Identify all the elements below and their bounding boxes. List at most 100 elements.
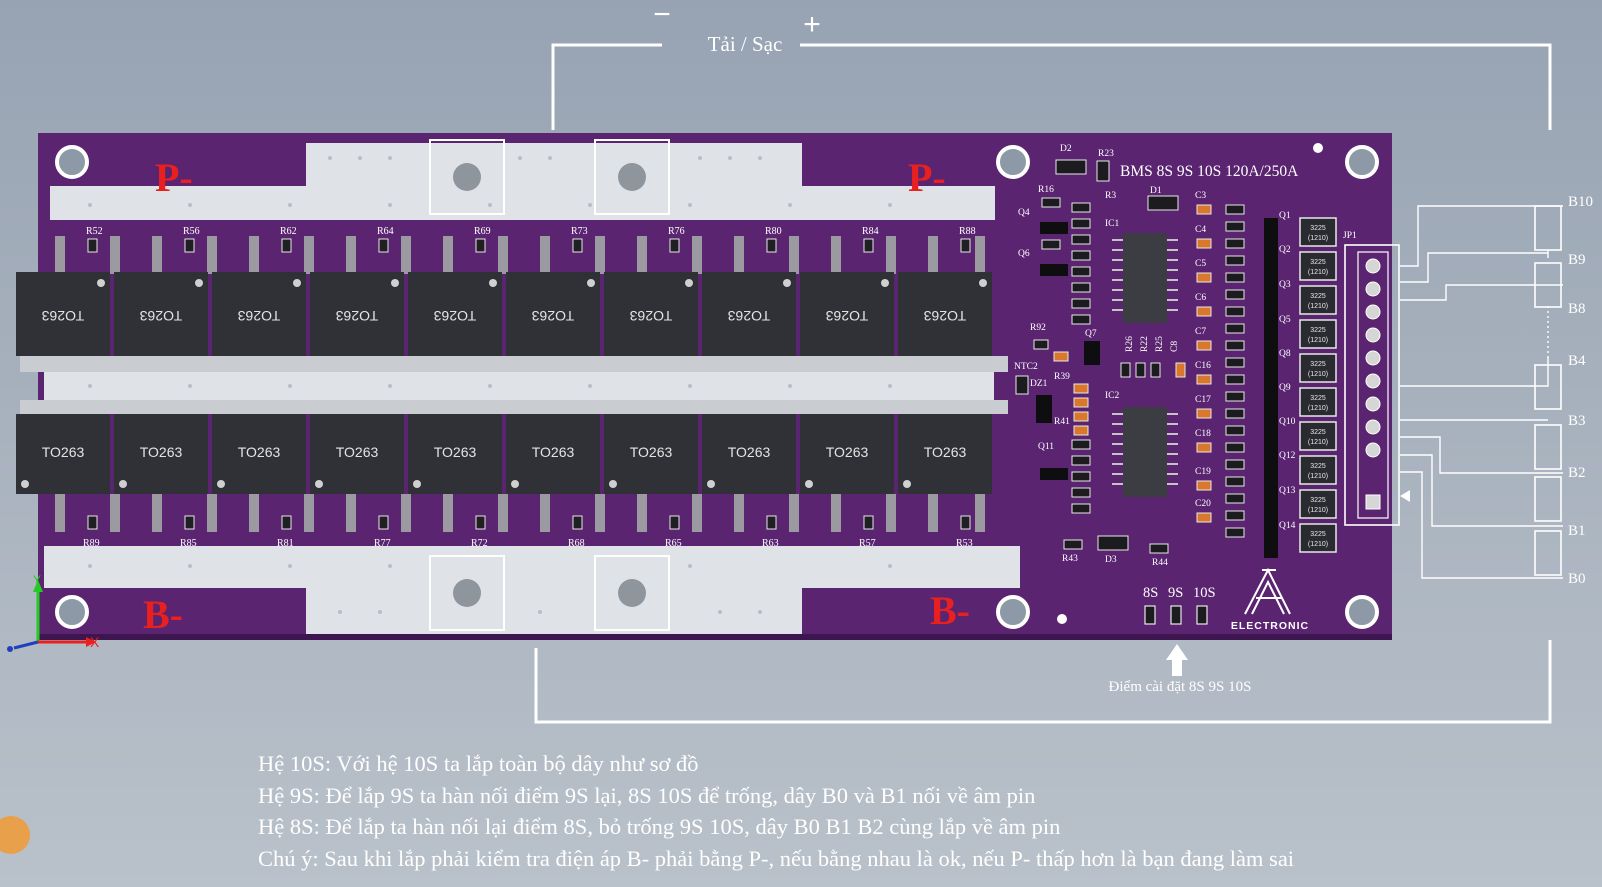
capacitor-labels: C3 C4 C5 C6 C7 C16 C17 C18 C19 C20 (1195, 191, 1211, 509)
svg-text:R76: R76 (668, 226, 685, 237)
black-transistors (1036, 222, 1100, 480)
battery-cells (1534, 205, 1562, 576)
balance-fet-strip (1264, 218, 1278, 558)
mosfet (114, 272, 208, 356)
ic1-chip (1123, 233, 1167, 323)
svg-text:R73: R73 (571, 226, 588, 237)
svg-text:R22: R22 (1140, 336, 1150, 352)
cell-label-b2: B2 (1568, 465, 1586, 481)
mosfet-top-labels: TO263 TO263 TO263 TO263 TO263 TO263 TO26… (42, 308, 967, 324)
svg-text:R43: R43 (1062, 554, 1078, 564)
svg-text:R68: R68 (568, 538, 585, 549)
fiducial (1313, 143, 1323, 153)
svg-text:C18: C18 (1195, 429, 1211, 439)
axis-x-label: X (90, 634, 100, 650)
b-minus-label-right: B- (930, 588, 970, 633)
load-charge-wiring (534, 43, 1552, 724)
mosfet-bottom-dots (21, 480, 911, 488)
svg-text:Q1: Q1 (1279, 211, 1291, 221)
logo-text: ELECTRONIC (1231, 620, 1309, 632)
svg-text:R63: R63 (762, 538, 779, 549)
svg-text:R44: R44 (1152, 558, 1168, 568)
svg-text:R26: R26 (1125, 336, 1135, 352)
mosfet (898, 414, 992, 494)
jp1-connector (1344, 244, 1400, 526)
svg-text:TO263: TO263 (728, 308, 771, 324)
cell-label-b9: B9 (1568, 252, 1586, 268)
svg-text:(1210): (1210) (1308, 371, 1328, 378)
svg-text:Q4: Q4 (1018, 208, 1030, 218)
mosfet (506, 414, 600, 494)
svg-text:D3: D3 (1105, 555, 1117, 565)
svg-text:C7: C7 (1195, 327, 1206, 337)
gate-resistors (87, 238, 971, 530)
svg-text:R25: R25 (1155, 336, 1165, 352)
svg-text:TO263: TO263 (336, 308, 379, 324)
mosfet-legs (55, 236, 985, 532)
mounting-holes (55, 145, 1379, 629)
terminal-labels: P- P- B- B- (143, 155, 970, 637)
cell-label-b4: B4 (1568, 353, 1586, 369)
svg-text:(1210): (1210) (1308, 303, 1328, 310)
svg-text:R65: R65 (665, 538, 682, 549)
select-9s-label: 9S (1168, 585, 1183, 601)
svg-text:TO263: TO263 (434, 308, 477, 324)
svg-text:TO263: TO263 (238, 308, 281, 324)
note-warning: Chú ý: Sau khi lắp phải kiểm tra điện áp… (258, 845, 1295, 871)
svg-text:IC1: IC1 (1105, 219, 1120, 229)
mosfet-row-top (16, 272, 992, 356)
select-arrow-icon (1166, 644, 1188, 676)
svg-text:Q14: Q14 (1279, 521, 1296, 531)
svg-text:Q12: Q12 (1279, 451, 1296, 461)
terminal-blocks (429, 139, 670, 631)
select-10s-label: 10S (1193, 585, 1216, 601)
mosfet (898, 272, 992, 356)
svg-text:R62: R62 (280, 226, 297, 237)
battery-cell (1534, 530, 1562, 576)
svg-text:(1210): (1210) (1308, 507, 1328, 514)
select-caption: Điểm cài đặt 8S 9S 10S (1109, 679, 1252, 695)
svg-text:TO263: TO263 (924, 308, 967, 324)
svg-text:C6: C6 (1195, 293, 1206, 303)
svg-text:R81: R81 (277, 538, 294, 549)
svg-text:TO263: TO263 (238, 444, 281, 460)
svg-text:R64: R64 (377, 226, 394, 237)
svg-text:Q7: Q7 (1085, 329, 1097, 339)
svg-text:C3: C3 (1195, 191, 1206, 201)
svg-text:3225: 3225 (1310, 293, 1326, 300)
svg-text:R41: R41 (1054, 417, 1070, 427)
mosfet (702, 414, 796, 494)
svg-text:DZ1: DZ1 (1030, 379, 1048, 389)
mosfet (212, 272, 306, 356)
capacitor-parts (1196, 204, 1212, 523)
note-10s: Hệ 10S: Với hệ 10S ta lắp toàn bộ dây nh… (258, 751, 699, 776)
mosfet-row-bottom (16, 414, 992, 494)
config-select-labels: 8S 9S 10S (1143, 585, 1216, 601)
top-resistor-labels: R52 R56 R62 R64 R69 R73 R76 R80 R84 R88 (86, 226, 976, 237)
jp1-pin1-arrow (1400, 490, 1410, 502)
svg-text:3225: 3225 (1310, 531, 1326, 538)
svg-text:TO263: TO263 (336, 444, 379, 460)
mosfet (408, 414, 502, 494)
select-10s-pad (1196, 605, 1208, 625)
mosfet (16, 272, 110, 356)
pcb-edge (38, 634, 1392, 640)
svg-text:3225: 3225 (1310, 497, 1326, 504)
svg-text:JP1: JP1 (1343, 231, 1357, 241)
svg-text:(1210): (1210) (1308, 473, 1328, 480)
svg-text:Q5: Q5 (1279, 315, 1291, 325)
svg-text:C8: C8 (1170, 341, 1180, 352)
svg-text:3225: 3225 (1310, 259, 1326, 266)
mosfet (310, 272, 404, 356)
svg-text:TO263: TO263 (42, 308, 85, 324)
ic2-chip (1123, 407, 1167, 497)
load-charge-label: Tải / Sạc (708, 32, 783, 56)
resistor-column-right (1225, 204, 1245, 538)
svg-text:C5: C5 (1195, 259, 1206, 269)
logo-icon (1244, 567, 1291, 615)
decorative-blob (0, 816, 30, 854)
p-minus-label-right: P- (908, 155, 946, 200)
svg-text:R39: R39 (1054, 372, 1070, 382)
svg-text:D1: D1 (1150, 186, 1162, 196)
